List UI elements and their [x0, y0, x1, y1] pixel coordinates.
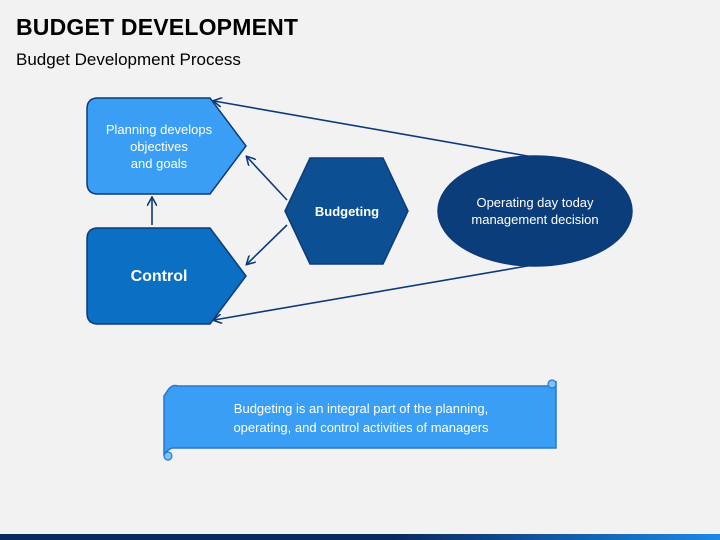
control-shape — [86, 227, 247, 325]
page-subtitle: Budget Development Process — [16, 50, 241, 69]
operating-label: Operating day today management decision — [471, 195, 599, 227]
control-label: Control — [130, 267, 188, 285]
scroll-banner — [163, 379, 557, 461]
budgeting-label: Budgeting — [314, 203, 380, 219]
arrow-budgeting-to-control — [247, 224, 288, 264]
planning-shape — [86, 97, 247, 195]
operating-shape — [437, 155, 633, 267]
budgeting-shape — [284, 157, 409, 265]
arrow-budgeting-to-planning — [247, 157, 288, 201]
banner-text: Budgeting is an integral part of the pla… — [233, 401, 489, 435]
footer-bar — [0, 534, 720, 540]
arrow-operating-to-planning — [214, 101, 534, 158]
page-title: BUDGET DEVELOPMENT — [16, 14, 299, 40]
planning-label: Planning develops objectives and goals — [105, 121, 213, 171]
arrow-operating-to-control — [214, 264, 534, 320]
